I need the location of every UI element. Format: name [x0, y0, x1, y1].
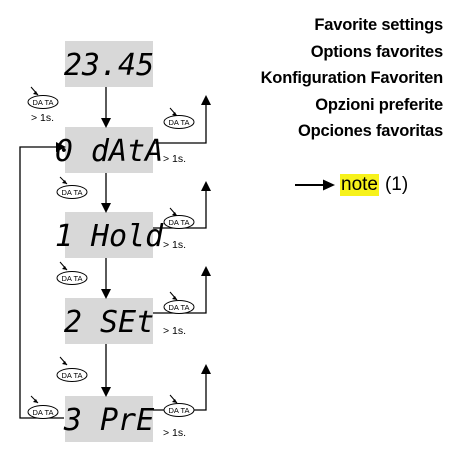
data-button-icon-hold-exit: DA TA	[163, 207, 195, 229]
lcd-display-pre: 3 PrE	[63, 396, 154, 442]
lcd-text-reading: 23.45	[64, 48, 154, 83]
button-label: DA TA	[169, 218, 190, 227]
button-label: DA TA	[169, 406, 190, 415]
data-button-icon-data-exit: DA TA	[163, 107, 195, 129]
data-button-icon-pre-loop: DA TA	[27, 395, 59, 419]
title-english: Favorite settings	[314, 16, 443, 34]
button-label: DA TA	[169, 303, 190, 312]
lcd-display-hold: 1 Hold	[55, 212, 164, 258]
lcd-text-set: 2 SEt	[64, 305, 154, 340]
title-block: Favorite settings Options favorites Konf…	[260, 12, 444, 145]
note-number: (1)	[384, 174, 409, 195]
button-label: DA TA	[62, 274, 83, 283]
duration-label-set: > 1s.	[163, 325, 186, 337]
note-reference: note (1)	[294, 174, 408, 196]
exit-arrow-set	[153, 266, 211, 314]
button-label: DA TA	[169, 118, 190, 127]
exit-arrow-hold	[153, 181, 211, 229]
title-spanish: Opciones favoritas	[298, 122, 443, 140]
lcd-text-hold: 1 Hold	[55, 219, 164, 254]
title-french: Options favorites	[310, 42, 443, 61]
button-label: DA TA	[62, 371, 83, 380]
lcd-display-set: 2 SEt	[64, 298, 154, 344]
data-button-icon-pre-exit: DA TA	[163, 394, 195, 417]
lcd-display-data: 0 dAtA	[55, 127, 163, 173]
data-button-icon-start: DA TA	[27, 86, 59, 109]
data-button-icon-data-next: DA TA	[56, 176, 88, 199]
data-button-icon-hold-next: DA TA	[56, 261, 88, 285]
duration-label-pre: > 1s.	[163, 427, 186, 439]
button-label: DA TA	[62, 188, 83, 197]
title-italian: Opzioni preferite	[315, 95, 443, 114]
duration-label-start: > 1s.	[31, 112, 54, 124]
lcd-text-pre: 3 PrE	[63, 403, 154, 438]
title-german: Konfiguration Favoriten	[260, 69, 444, 87]
lcd-text-data: 0 dAtA	[55, 134, 163, 169]
duration-label-hold: > 1s.	[163, 239, 186, 251]
note-word: note	[340, 174, 379, 196]
arrow-right-icon	[295, 179, 335, 191]
button-label: DA TA	[33, 98, 54, 107]
lcd-display-reading: 23.45	[64, 41, 154, 87]
data-button-icon-set-next: DA TA	[56, 356, 88, 382]
data-button-icon-set-exit: DA TA	[163, 291, 195, 314]
button-label: DA TA	[33, 408, 54, 417]
exit-arrow-data	[153, 95, 211, 144]
duration-label-data: > 1s.	[163, 153, 186, 165]
